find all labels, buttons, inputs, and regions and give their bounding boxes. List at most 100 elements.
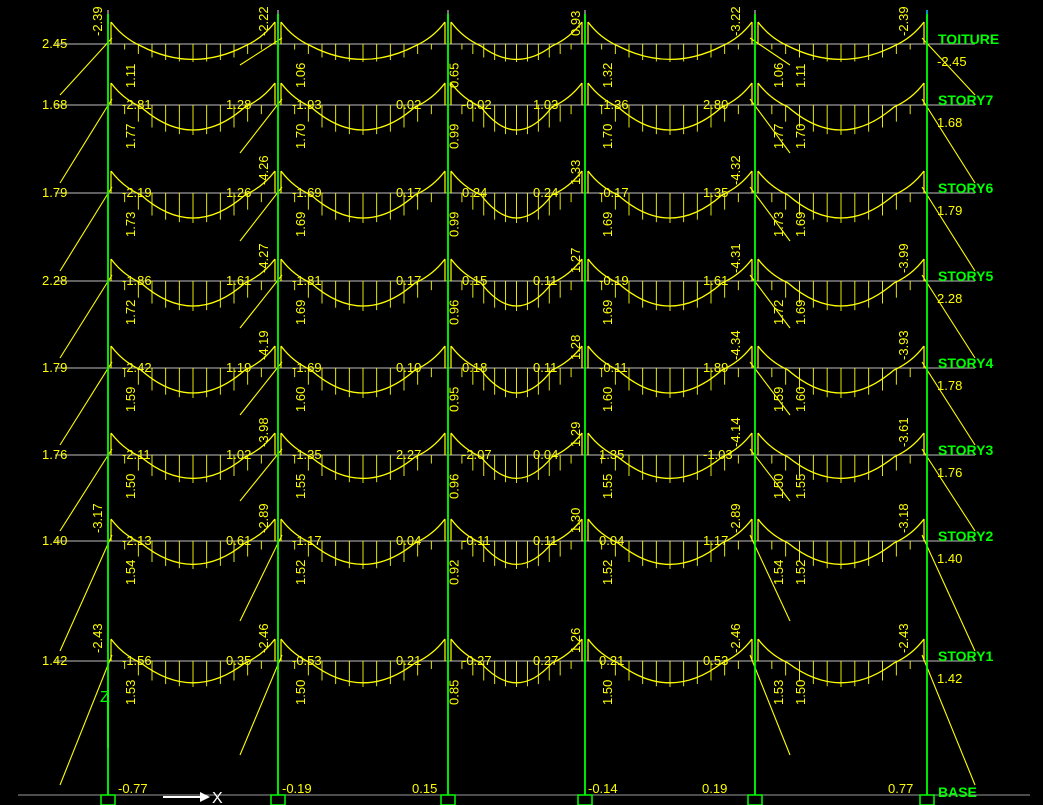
beam-mid-value: 1.54 xyxy=(123,560,138,585)
beam-end-value: -2.13 xyxy=(122,533,152,548)
column-moment-line xyxy=(59,448,113,532)
column-top-value: 1.30 xyxy=(568,508,583,533)
column-moment-line xyxy=(749,274,791,329)
beam-end-value: 0.11 xyxy=(533,533,557,548)
beam-mid-value: 1.50 xyxy=(123,474,138,499)
column-moment-line xyxy=(59,98,113,184)
column-moment-line xyxy=(921,186,976,272)
beam-mid-value: 0.92 xyxy=(447,560,462,585)
beam-end-value: 2.80 xyxy=(703,97,728,112)
column-top-value: -2.43 xyxy=(896,623,911,653)
beam-mid-value: 1.60 xyxy=(293,387,308,412)
axis-x-label: X xyxy=(212,790,223,805)
column-top-value: -4.19 xyxy=(256,330,271,360)
column-top-value: 1.28 xyxy=(568,335,583,360)
beam-mid-value: 1.69 xyxy=(293,300,308,325)
story-label: STORY4 xyxy=(938,355,993,371)
column-moment-line xyxy=(921,361,976,446)
story-label: BASE xyxy=(938,784,977,800)
beam-end-value: -1.36 xyxy=(599,97,629,112)
right-edge-value: 1.42 xyxy=(937,671,962,686)
beam-mid-value: 1.77 xyxy=(123,124,138,149)
moment-diagrams xyxy=(59,21,976,786)
columns xyxy=(100,14,935,805)
story-labels: TOITURESTORY7STORY6STORY5STORY4STORY3STO… xyxy=(938,31,999,800)
beam-mid-value: 1.50 xyxy=(600,680,615,705)
beam-mid-value: 0.65 xyxy=(447,63,462,88)
beam-end-value: -1.35 xyxy=(292,447,322,462)
right-edge-value: 1.78 xyxy=(937,378,962,393)
column-top-value: 0.93 xyxy=(568,11,583,36)
beam-end-value: 0.11 xyxy=(533,360,557,375)
beam-end-value: 0.11 xyxy=(533,273,557,288)
beam-mid-value: 1.70 xyxy=(600,124,615,149)
beam-end-value: -2.81 xyxy=(122,97,152,112)
beam-end-value: 1.61 xyxy=(703,273,728,288)
right-edge-value: 2.28 xyxy=(937,291,962,306)
beam-end-value: -1.03 xyxy=(703,447,733,462)
left-edge-value: 1.79 xyxy=(42,185,67,200)
beam-mid-value: 1.06 xyxy=(293,63,308,88)
beam-mid-value: 1.72 xyxy=(123,300,138,325)
beam-end-value: 1.03 xyxy=(533,97,558,112)
column-top-value: -2.46 xyxy=(728,623,743,653)
beam-mid-value: 1.69 xyxy=(600,212,615,237)
beam-end-value: 0.02 xyxy=(396,97,421,112)
column-top-value: -3.61 xyxy=(896,417,911,447)
column-top-value: -3.22 xyxy=(728,6,743,36)
beam-mid-value: 1.70 xyxy=(793,124,808,149)
beam-mid-value: 0.96 xyxy=(447,300,462,325)
left-edge-value: 1.76 xyxy=(42,447,67,462)
beam-end-value: 0.04 xyxy=(599,533,624,548)
beam-mid-value: 1.69 xyxy=(793,212,808,237)
story-label: STORY7 xyxy=(938,92,993,108)
beam-mid-value: 1.60 xyxy=(793,387,808,412)
beam-mid-value: 1.69 xyxy=(793,300,808,325)
beam-mid-value: 1.73 xyxy=(123,212,138,237)
axis-z-label: Z xyxy=(100,689,110,706)
column-top-value: 1.29 xyxy=(568,422,583,447)
beam-end-value: 1.02 xyxy=(226,447,251,462)
beam-mid-value: 1.55 xyxy=(293,474,308,499)
beam-end-value: 1.19 xyxy=(226,360,251,375)
column-support xyxy=(440,794,456,805)
beam-mid-value: 1.50 xyxy=(771,474,786,499)
left-edge-value: 2.45 xyxy=(42,36,67,51)
beam-end-value: 0.17 xyxy=(396,185,421,200)
beam-mid-value: 1.60 xyxy=(600,387,615,412)
axis-indicator: Z X xyxy=(100,689,223,805)
beam-mid-value: 1.69 xyxy=(600,300,615,325)
column-top-value: -3.17 xyxy=(90,503,105,533)
base-value: 0.19 xyxy=(702,781,727,796)
column-top-value: 1.33 xyxy=(568,160,583,185)
beam-end-value: -1.17 xyxy=(292,533,322,548)
column-moment-line xyxy=(59,654,113,786)
column-top-value: -2.46 xyxy=(256,623,271,653)
beam-end-value: -1.69 xyxy=(292,185,322,200)
column-moment-line xyxy=(921,448,976,532)
column-top-value: -4.34 xyxy=(728,330,743,360)
column-moment-line xyxy=(59,37,113,96)
beam-end-value: 0.10 xyxy=(396,360,421,375)
beam-end-value: 1.89 xyxy=(703,360,728,375)
beam-end-value: -0.11 xyxy=(599,360,628,375)
beam-end-value: 0.21 xyxy=(599,653,624,668)
beam-end-value: 1.61 xyxy=(226,273,251,288)
column-moment-line xyxy=(59,361,113,446)
beam-end-value: 1.35 xyxy=(599,447,624,462)
story-label: STORY2 xyxy=(938,528,993,544)
column-top-value: -4.32 xyxy=(728,155,743,185)
column-moment-line xyxy=(239,37,283,66)
left-edge-value: 2.28 xyxy=(42,273,67,288)
beam-end-value: 0.04 xyxy=(396,533,421,548)
base-value: 0.15 xyxy=(412,781,437,796)
story-label: STORY3 xyxy=(938,442,993,458)
column-moment-line xyxy=(921,534,976,652)
column-moment-line xyxy=(921,37,976,96)
beam-mid-value: 0.95 xyxy=(447,387,462,412)
beam-end-value: -1.93 xyxy=(292,97,322,112)
column-support xyxy=(100,794,116,805)
column-top-value: -2.89 xyxy=(256,503,271,533)
column-top-value: -4.27 xyxy=(256,243,271,273)
beam-end-value: 1.28 xyxy=(226,97,251,112)
